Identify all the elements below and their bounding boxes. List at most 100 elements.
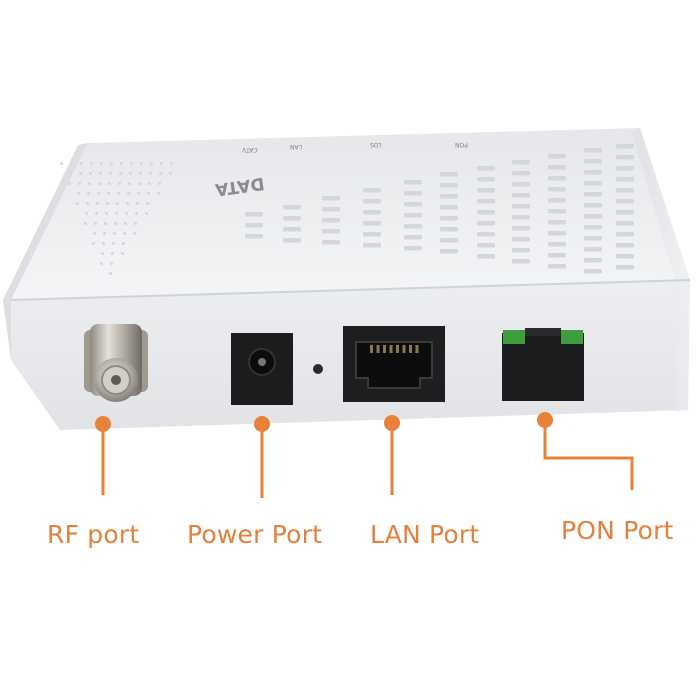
vent-slot — [113, 232, 116, 235]
vent-slot — [118, 182, 121, 185]
vent-slot — [159, 172, 162, 175]
vent-slot — [477, 166, 495, 171]
power-port-jack — [231, 333, 323, 405]
vent-slot — [404, 191, 422, 196]
led-label-los: LOS — [370, 141, 382, 148]
vent-slot — [60, 162, 63, 165]
vent-slot — [105, 212, 108, 215]
vent-slot — [137, 192, 140, 195]
vent-slot — [92, 242, 95, 245]
vent-slot — [119, 172, 122, 175]
vent-slot — [363, 188, 381, 193]
vent-slot — [283, 205, 301, 210]
vent-slot — [89, 172, 92, 175]
vent-slot — [88, 182, 91, 185]
vent-slot — [584, 269, 602, 274]
vent-slot — [110, 262, 113, 265]
vent-slot — [548, 253, 566, 258]
vent-slot — [117, 192, 120, 195]
lan-pin — [383, 345, 386, 353]
vent-slot — [157, 192, 160, 195]
vent-slot — [283, 238, 301, 243]
vent-slot — [548, 242, 566, 247]
vent-slot — [106, 202, 109, 205]
vent-slot — [103, 232, 106, 235]
power-jack-pin — [258, 358, 266, 366]
vent-slot — [149, 172, 152, 175]
vent-slot — [170, 162, 173, 165]
vent-slot — [477, 199, 495, 204]
vent-slot — [440, 194, 458, 199]
lan-port-rj45 — [343, 326, 445, 402]
vent-slot — [584, 214, 602, 219]
vent-slot — [139, 172, 142, 175]
vent-slot — [94, 222, 97, 225]
rf-port-label: RF port — [47, 520, 140, 549]
vent-slot — [584, 192, 602, 197]
vent-slot — [100, 162, 103, 165]
vent-slot — [104, 222, 107, 225]
vent-slot — [584, 236, 602, 241]
vent-slot — [108, 182, 111, 185]
vent-slot — [512, 204, 530, 209]
vent-slot — [78, 182, 81, 185]
vent-slot — [147, 192, 150, 195]
vent-slot — [146, 202, 149, 205]
vent-slot — [616, 210, 634, 215]
vent-slot — [616, 232, 634, 237]
vent-slot — [548, 165, 566, 170]
vent-slot — [548, 264, 566, 269]
vent-slot — [584, 203, 602, 208]
lan-pin — [376, 345, 380, 353]
vent-slot — [548, 176, 566, 181]
vent-slot — [584, 247, 602, 252]
vent-slot — [363, 243, 381, 248]
callout-dots — [95, 412, 553, 432]
led-label-pon: PON — [455, 141, 468, 148]
pon-port-latch-left — [503, 330, 525, 344]
vent-slot — [126, 202, 129, 205]
vent-slot — [616, 243, 634, 248]
rf-port-connector — [84, 324, 148, 402]
vent-slot — [548, 187, 566, 192]
vent-slot — [512, 248, 530, 253]
vent-slot — [128, 182, 131, 185]
vent-slot — [99, 172, 102, 175]
vent-slot — [90, 162, 93, 165]
vent-slot — [110, 162, 113, 165]
pon-port — [502, 328, 584, 401]
vent-slot — [440, 183, 458, 188]
vent-slot — [116, 202, 119, 205]
vent-slot — [512, 237, 530, 242]
vent-slot — [102, 242, 105, 245]
vent-slot — [76, 202, 79, 205]
vent-slot — [121, 252, 124, 255]
vent-slot — [440, 205, 458, 210]
vent-slot — [477, 232, 495, 237]
vent-slot — [322, 218, 340, 223]
lan-pin — [396, 345, 399, 353]
vent-slot — [98, 182, 101, 185]
pon-port-top — [525, 328, 561, 336]
vent-slot — [512, 160, 530, 165]
vent-slot — [512, 259, 530, 264]
vent-slot — [100, 262, 103, 265]
vent-slot — [363, 199, 381, 204]
rf-port-pin — [111, 375, 121, 385]
vent-slot — [129, 172, 132, 175]
vent-slot — [69, 172, 72, 175]
vent-slot — [245, 223, 263, 228]
reset-hole — [313, 364, 323, 374]
lan-pin — [389, 345, 393, 353]
vent-slot — [584, 159, 602, 164]
vent-slot — [512, 182, 530, 187]
vent-slot — [363, 232, 381, 237]
vent-slot — [86, 202, 89, 205]
vent-slot — [109, 272, 112, 275]
vent-slot — [404, 246, 422, 251]
vent-slot — [404, 213, 422, 218]
vent-slot — [120, 162, 123, 165]
vent-slot — [160, 162, 163, 165]
lan-port-socket — [355, 341, 433, 389]
